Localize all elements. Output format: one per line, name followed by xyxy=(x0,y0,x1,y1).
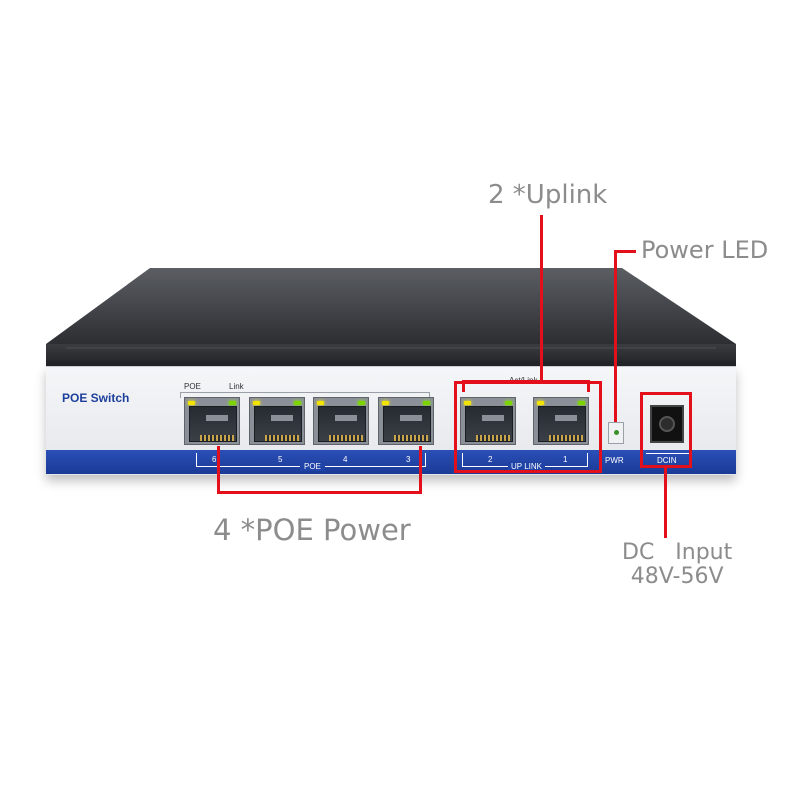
port-number-5: 5 xyxy=(278,455,283,464)
poe-group-bracket-right xyxy=(429,392,430,398)
link-led xyxy=(423,401,430,405)
link-led-label: Link xyxy=(229,382,244,391)
uplink-highlight-box xyxy=(454,381,602,473)
poe-strip-bracket-left xyxy=(196,453,197,467)
uplink-group-label: UP LINK xyxy=(508,462,545,471)
uplink-leader-line xyxy=(540,215,543,382)
uplink-strip-bracket-right xyxy=(587,453,588,467)
uplink-strip-bracket-left xyxy=(462,453,463,467)
poe-leader-right xyxy=(419,446,422,494)
poe-led xyxy=(188,401,195,405)
dc-input-callout-line1: DC Input xyxy=(622,540,733,565)
link-led xyxy=(358,401,365,405)
poe-port-6[interactable] xyxy=(184,397,240,445)
dc-leader-line xyxy=(664,468,667,538)
dcin-strip-bracket xyxy=(646,453,690,454)
power-led-callout: Power LED xyxy=(641,236,769,264)
poe-strip-bracket-right xyxy=(425,453,426,467)
dc-highlight-box xyxy=(640,392,692,468)
poe-leader-bottom xyxy=(217,491,422,494)
poe-group-label: POE xyxy=(300,462,325,471)
dcin-label: DCIN xyxy=(657,456,677,465)
rj45-port-icon xyxy=(383,406,431,442)
poe-led-label: POE xyxy=(184,382,201,391)
brand-label: POE Switch xyxy=(62,391,130,405)
port-number-2: 2 xyxy=(488,455,493,464)
poe-group-bracket-left xyxy=(180,392,181,398)
pwr-label: PWR xyxy=(605,456,624,465)
poe-port-3[interactable] xyxy=(378,397,434,445)
act-led xyxy=(537,401,544,405)
poe-group-bracket xyxy=(180,392,430,393)
poe-led xyxy=(382,401,389,405)
rj45-port-icon xyxy=(538,406,586,442)
port-number-1: 1 xyxy=(563,455,568,464)
dc-jack-hole xyxy=(659,416,675,432)
power-led-leader-horizontal xyxy=(614,250,636,253)
act-led xyxy=(464,401,471,405)
uplink-port-1[interactable] xyxy=(533,397,589,445)
rj45-port-icon xyxy=(318,406,366,442)
uplink-port-2[interactable] xyxy=(460,397,516,445)
poe-port-5[interactable] xyxy=(249,397,305,445)
link-led xyxy=(578,401,585,405)
port-number-6: 6 xyxy=(212,455,217,464)
poe-led xyxy=(253,401,260,405)
poe-led xyxy=(317,401,324,405)
link-led xyxy=(229,401,236,405)
port-number-3: 3 xyxy=(406,455,411,464)
dc-input-callout: DC Input 48V-56V xyxy=(622,541,732,589)
switch-top-lid xyxy=(46,268,736,368)
rj45-port-icon xyxy=(254,406,302,442)
poe-leader-left xyxy=(217,446,220,494)
dc-input-callout-line2: 48V-56V xyxy=(630,564,724,589)
dc-jack-icon[interactable] xyxy=(650,405,684,443)
port-number-4: 4 xyxy=(343,455,348,464)
rj45-port-icon xyxy=(465,406,513,442)
uplink-callout: 2 *Uplink xyxy=(488,180,608,210)
poe-power-callout: 4 *POE Power xyxy=(213,513,411,547)
link-led xyxy=(294,401,301,405)
poe-port-4[interactable] xyxy=(313,397,369,445)
rj45-port-icon xyxy=(189,406,237,442)
link-led xyxy=(505,401,512,405)
led-indicator-icon xyxy=(614,430,619,435)
power-led-leader-vertical xyxy=(614,250,617,422)
panel-blue-strip xyxy=(46,450,736,474)
